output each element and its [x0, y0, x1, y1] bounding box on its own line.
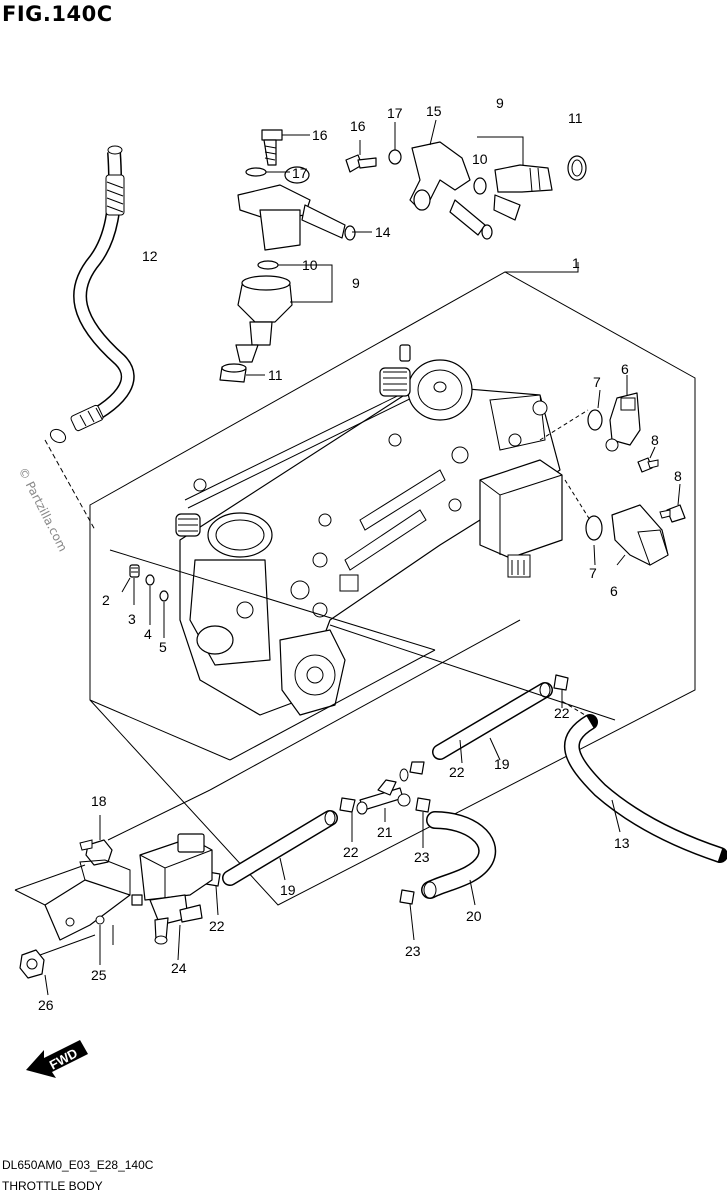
callout-12: 12 — [142, 248, 158, 264]
callout-26: 26 — [38, 997, 54, 1013]
callout-25: 25 — [91, 967, 107, 983]
throttle-body — [175, 344, 563, 716]
callout-15: 15 — [426, 103, 442, 119]
callout-9-left: 9 — [352, 275, 360, 291]
figure-title: FIG.140C — [2, 2, 113, 26]
small-parts-left — [121, 564, 169, 638]
callout-17-left: 17 — [292, 165, 308, 181]
hose-clamps — [205, 674, 569, 941]
connector-lines — [89, 549, 616, 791]
callout-22-a: 22 — [554, 705, 570, 721]
callout-7-lower: 7 — [589, 565, 597, 581]
callout-18: 18 — [91, 793, 107, 809]
figure-name: THROTTLE BODY — [2, 1179, 103, 1193]
hose-19-lower — [222, 810, 338, 886]
callout-20: 20 — [466, 908, 482, 924]
callout-22-c: 22 — [343, 844, 359, 860]
callout-6-upper: 6 — [621, 361, 629, 377]
t-fitting-21 — [356, 768, 411, 822]
callout-3: 3 — [128, 611, 136, 627]
callout-5: 5 — [159, 639, 167, 655]
callout-1: 1 — [572, 255, 580, 271]
callout-16-right: 16 — [350, 118, 366, 134]
hose-20 — [421, 811, 496, 906]
callout-9-right: 9 — [496, 95, 504, 111]
callout-4: 4 — [144, 626, 152, 642]
fwd-label: FWD — [47, 1045, 80, 1072]
callout-13: 13 — [614, 835, 630, 851]
bracket-25-and-fasteners — [14, 789, 211, 996]
callout-19-upper: 19 — [494, 756, 510, 772]
callout-22-d: 22 — [209, 918, 225, 934]
hose-12 — [44, 145, 135, 531]
figure-code: DL650AM0_E03_E28_140C — [2, 1158, 154, 1172]
forward-arrow-icon: FWD — [26, 1040, 88, 1078]
callout-11-left: 11 — [268, 367, 283, 383]
callout-8-lower: 8 — [674, 468, 682, 484]
callout-23-b: 23 — [405, 943, 421, 959]
solenoid-valve-24 — [131, 833, 213, 961]
injector-assembly-right — [345, 119, 587, 240]
callout-2: 2 — [102, 592, 110, 608]
callout-labels: 1 2 3 4 5 6 6 7 7 8 8 9 9 10 10 11 11 12… — [38, 95, 682, 1013]
callout-19-lower: 19 — [280, 882, 296, 898]
callout-23-a: 23 — [414, 849, 430, 865]
callout-8-upper: 8 — [651, 432, 659, 448]
callout-7-upper: 7 — [593, 374, 601, 390]
sensors-right — [539, 375, 686, 566]
callout-6-lower: 6 — [610, 583, 618, 599]
callout-11-right: 11 — [568, 110, 583, 126]
callout-10-right: 10 — [472, 151, 488, 167]
callout-17-right: 17 — [387, 105, 403, 121]
callout-22-b: 22 — [449, 764, 465, 780]
callout-21: 21 — [377, 824, 393, 840]
hose-19-upper — [432, 682, 553, 764]
hose-13 — [559, 699, 727, 863]
callout-14: 14 — [375, 224, 391, 240]
injector-assembly-left — [219, 129, 372, 383]
callout-10-left: 10 — [302, 257, 318, 273]
callout-24: 24 — [171, 960, 187, 976]
callout-16-left: 16 — [312, 127, 328, 143]
